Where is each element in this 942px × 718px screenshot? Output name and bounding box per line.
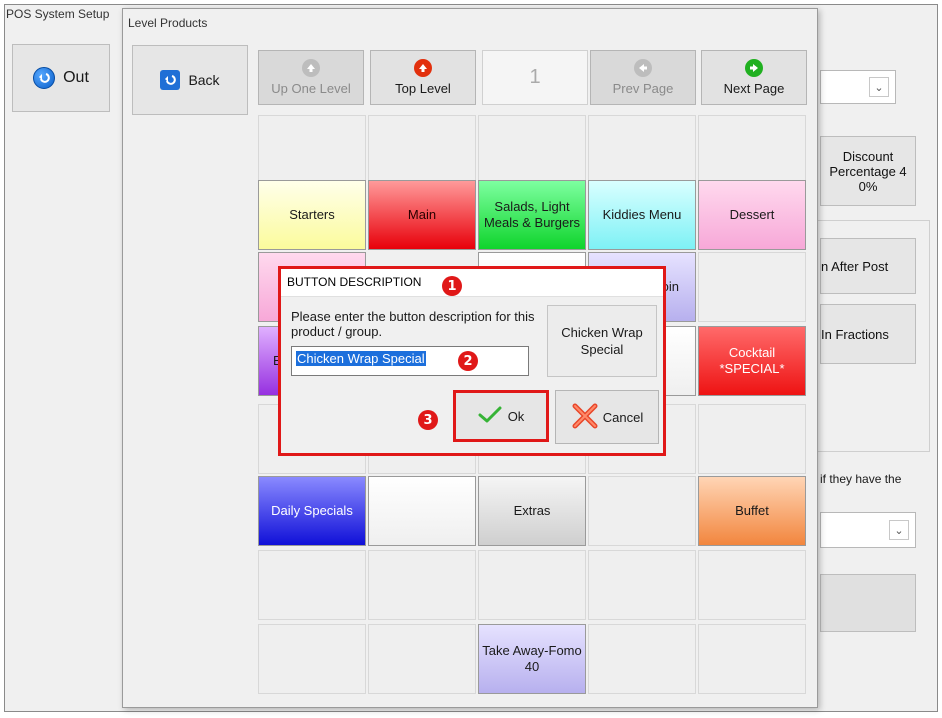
- checkmark-icon: [478, 406, 502, 427]
- chevron-down-icon: ⌄: [889, 520, 909, 540]
- up-arrow-icon: [302, 59, 320, 77]
- empty-cell: [368, 624, 476, 694]
- lower-dropdown[interactable]: ⌄: [820, 512, 916, 548]
- cancel-label: Cancel: [602, 409, 644, 425]
- window-title: POS System Setup: [6, 7, 110, 21]
- empty-cell: [588, 550, 696, 620]
- up-one-level-label: Up One Level: [271, 81, 351, 96]
- level-products-title: Level Products: [128, 16, 208, 30]
- next-page-button[interactable]: Next Page: [701, 50, 807, 105]
- salads-label: Salads, Light Meals & Burgers: [483, 199, 581, 230]
- starters-button[interactable]: Starters: [258, 180, 366, 250]
- on-after-post-button[interactable]: n After Post: [820, 238, 916, 294]
- top-level-label: Top Level: [395, 81, 451, 96]
- empty-cell: [588, 115, 696, 185]
- salads-button[interactable]: Salads, Light Meals & Burgers: [478, 180, 586, 250]
- empty-cell: [698, 550, 806, 620]
- dialog-titlebar: BUTTON DESCRIPTION: [281, 269, 663, 297]
- top-dropdown[interactable]: ⌄: [820, 70, 896, 104]
- empty-cell: [368, 550, 476, 620]
- kiddies-menu-button[interactable]: Kiddies Menu: [588, 180, 696, 250]
- empty-cell: [258, 115, 366, 185]
- empty-cell: [698, 624, 806, 694]
- takeaway-label: Take Away-Fomo 40: [482, 643, 582, 674]
- in-fractions-button[interactable]: In Fractions: [820, 304, 916, 364]
- cocktail-line2: *SPECIAL*: [719, 361, 785, 376]
- back-label: Back: [188, 72, 220, 88]
- button-description-dialog: BUTTON DESCRIPTION Please enter the butt…: [278, 266, 666, 456]
- blank-button[interactable]: [820, 574, 916, 632]
- daily-specials-label: Daily Specials: [271, 503, 353, 518]
- empty-cell: [368, 115, 476, 185]
- back-button[interactable]: Back: [132, 45, 248, 115]
- dialog-prompt: Please enter the button description for …: [291, 309, 535, 339]
- empty-cell: [698, 115, 806, 185]
- input-selected-text: Chicken Wrap Special: [296, 351, 426, 366]
- back-arrow-icon: [160, 70, 181, 90]
- ok-label: Ok: [507, 408, 525, 424]
- extras-button[interactable]: Extras: [478, 476, 586, 546]
- right-arrow-icon: [745, 59, 763, 77]
- empty-cell: [588, 624, 696, 694]
- dessert-button[interactable]: Dessert: [698, 180, 806, 250]
- left-arrow-icon: [634, 59, 652, 77]
- discount-line3: 0%: [858, 178, 878, 194]
- cancel-button[interactable]: Cancel: [555, 390, 659, 444]
- cocktail-line1: Cocktail: [728, 345, 776, 360]
- empty-cell: [588, 476, 696, 546]
- chevron-down-icon: ⌄: [869, 77, 889, 97]
- back-arrow-icon: [33, 67, 56, 89]
- cocktail-special-button[interactable]: Cocktail *SPECIAL*: [698, 326, 806, 396]
- discount-percentage-button[interactable]: Discount Percentage 4 0%: [820, 136, 916, 206]
- empty-cell: [258, 550, 366, 620]
- main-label: Main: [407, 207, 437, 222]
- extras-label: Extras: [513, 503, 551, 518]
- buffet-button[interactable]: Buffet: [698, 476, 806, 546]
- button-preview: Chicken Wrap Special: [547, 305, 657, 377]
- step-marker-2: 2: [458, 351, 478, 371]
- on-after-post-label: n After Post: [821, 258, 889, 274]
- out-button[interactable]: Out: [12, 44, 110, 112]
- empty-cell: [698, 252, 806, 322]
- daily-specials-button[interactable]: Daily Specials: [258, 476, 366, 546]
- empty-cell: [478, 550, 586, 620]
- button-description-input[interactable]: Chicken Wrap Special: [291, 346, 529, 376]
- kiddies-label: Kiddies Menu: [602, 207, 682, 222]
- partial-e-label: E: [273, 353, 282, 369]
- starters-label: Starters: [289, 207, 335, 222]
- dialog-title: BUTTON DESCRIPTION: [287, 275, 422, 289]
- step-marker-3: 3: [418, 410, 438, 430]
- up-arrow-icon: [414, 59, 432, 77]
- takeaway-button[interactable]: Take Away-Fomo 40: [478, 624, 586, 694]
- main-button[interactable]: Main: [368, 180, 476, 250]
- in-fractions-label: In Fractions: [821, 326, 889, 342]
- buffet-label: Buffet: [735, 503, 769, 518]
- prev-page-button[interactable]: Prev Page: [590, 50, 696, 105]
- up-one-level-button[interactable]: Up One Level: [258, 50, 364, 105]
- empty-cell: [698, 404, 806, 474]
- if-they-have-text: if they have the: [820, 472, 902, 486]
- blank-product-button[interactable]: [368, 476, 476, 546]
- dessert-label: Dessert: [729, 207, 775, 222]
- discount-line1: Discount: [842, 148, 894, 164]
- page-number: 1: [482, 50, 588, 105]
- step-marker-1: 1: [442, 276, 462, 296]
- discount-line2: Percentage 4: [829, 163, 907, 179]
- ok-button[interactable]: Ok: [453, 390, 549, 442]
- next-page-label: Next Page: [723, 81, 785, 96]
- prev-page-label: Prev Page: [612, 81, 674, 96]
- empty-cell: [478, 115, 586, 185]
- empty-cell: [258, 624, 366, 694]
- top-level-button[interactable]: Top Level: [370, 50, 476, 105]
- out-label: Out: [63, 69, 89, 86]
- cross-icon: [571, 402, 599, 433]
